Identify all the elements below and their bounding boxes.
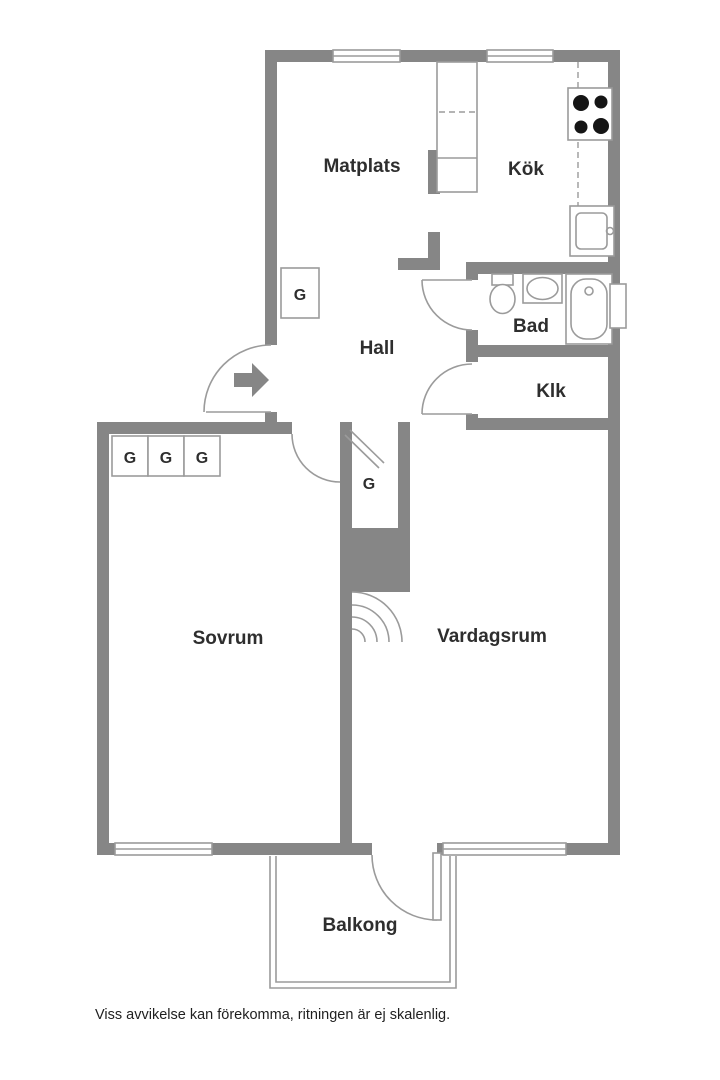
room-label-kok: Kök <box>508 159 544 180</box>
balcony-door-arc <box>371 854 438 921</box>
closet-door-leaf <box>349 429 385 464</box>
closet-door-leaf <box>344 434 380 469</box>
wardrobe-label: G <box>196 450 208 467</box>
closet-label-hall: G <box>294 287 306 304</box>
window-kok <box>486 49 554 63</box>
klk-door-arc <box>421 363 473 415</box>
wall-segment <box>466 418 620 430</box>
entrance-arrow-icon <box>234 363 269 397</box>
chimney-block <box>340 528 410 592</box>
wall-segment <box>265 50 277 345</box>
entrance-door-arc <box>203 344 272 413</box>
balcony-railing <box>269 856 457 989</box>
wardrobe-box <box>183 435 221 477</box>
doors <box>203 279 473 921</box>
room-label-bad: Bad <box>513 316 549 337</box>
wardrobe-box <box>111 435 149 477</box>
kitchen-sink <box>569 205 615 257</box>
wardrobe-label: G <box>124 450 136 467</box>
wall-segment <box>466 345 620 357</box>
room-labels: Matplats Kök Hall Bad Klk Sovrum Vardags… <box>124 156 566 936</box>
wall-segment <box>608 50 620 855</box>
wardrobe-box <box>147 435 185 477</box>
room-label-hall: Hall <box>360 338 395 359</box>
wall-segment <box>340 422 352 843</box>
hall-closet-box <box>280 267 320 319</box>
wall-segment <box>97 422 109 855</box>
room-label-vardagsrum: Vardagsrum <box>437 626 547 647</box>
bathroom-fixtures <box>489 273 627 345</box>
wall-segment <box>398 422 410 528</box>
stove <box>567 87 613 141</box>
room-label-balkong: Balkong <box>323 915 398 936</box>
windows <box>114 49 567 856</box>
room-label-matplats: Matplats <box>323 156 400 177</box>
wall-segment <box>466 274 478 280</box>
sovrum-door-arc <box>291 433 341 483</box>
balcony-door-opening <box>372 842 437 856</box>
wall-segment <box>265 50 620 62</box>
balcony-door-leaf <box>432 852 442 921</box>
chimney-arcs <box>351 591 403 643</box>
toilet <box>489 273 516 315</box>
window-vardagsrum <box>442 842 567 856</box>
wall-segment <box>398 258 440 270</box>
bathroom-sink <box>522 273 563 304</box>
window-sovrum <box>114 842 213 856</box>
closet-boxes <box>111 267 320 477</box>
wall-segment <box>97 422 292 434</box>
tall-cabinet <box>436 61 478 193</box>
room-label-klk: Klk <box>536 381 566 402</box>
wall-segment <box>466 262 620 274</box>
disclaimer-text: Viss avvikelse kan förekomma, ritningen … <box>95 1007 451 1023</box>
window-matplats <box>332 49 401 63</box>
bad-door-arc <box>421 279 473 331</box>
bathtub <box>565 273 613 345</box>
wardrobe-label: G <box>160 450 172 467</box>
room-label-sovrum: Sovrum <box>193 628 264 649</box>
kitchen-fixtures <box>436 61 615 257</box>
closet-label-mid: G <box>363 476 375 493</box>
pipe-shaft <box>609 283 627 329</box>
